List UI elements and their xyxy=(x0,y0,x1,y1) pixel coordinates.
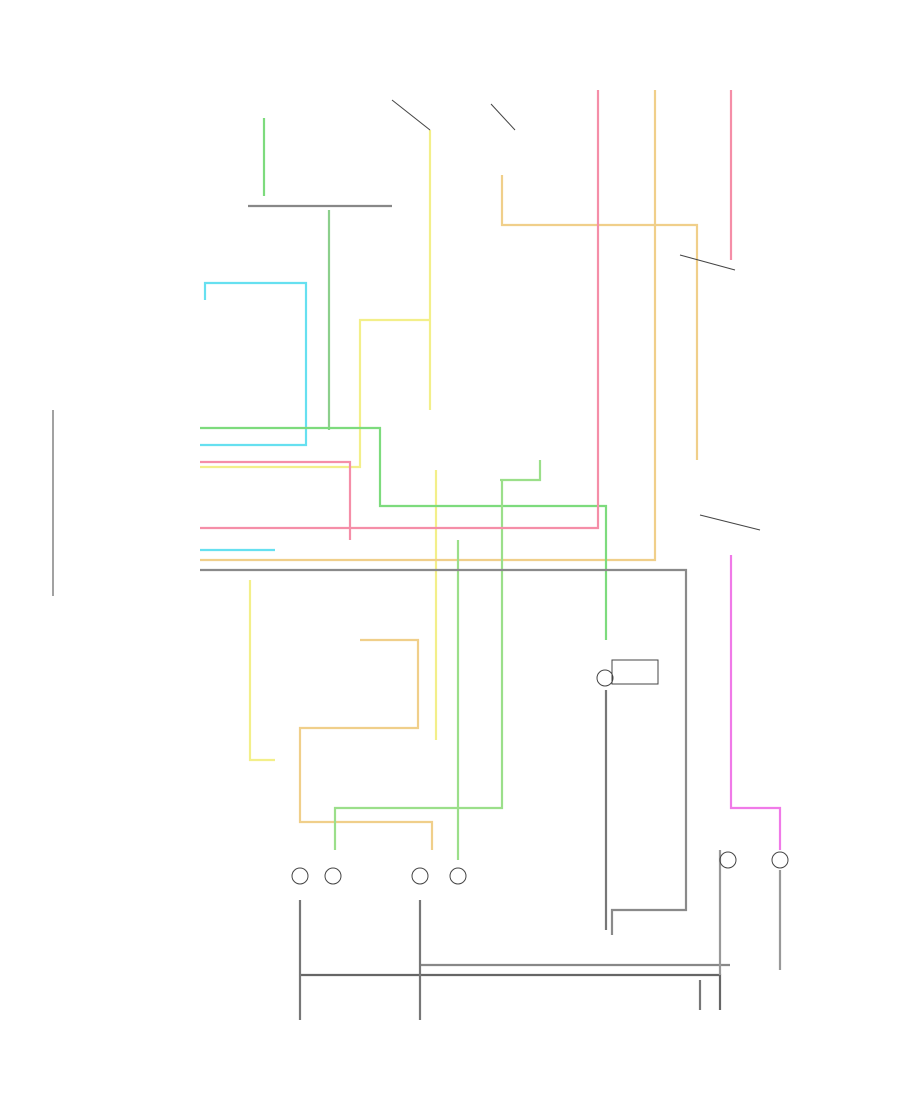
wire-dark-bottom xyxy=(300,973,722,1010)
component-group xyxy=(52,99,789,885)
wire-magenta xyxy=(729,555,782,850)
wire-yellow-left-drop xyxy=(248,580,275,762)
switch-line-4 xyxy=(699,514,761,531)
wire-green-lower xyxy=(500,460,542,482)
wire-tan-right xyxy=(200,90,657,562)
lamp-mid-2 xyxy=(449,867,467,885)
wire-pink-upper-short xyxy=(200,460,352,540)
wire-pink-main xyxy=(200,90,600,530)
switch-line-3 xyxy=(679,254,736,271)
lamp-right-1 xyxy=(719,851,737,869)
wire-tan-lower xyxy=(298,638,434,850)
module-box xyxy=(611,659,659,685)
switch-line-2 xyxy=(490,103,516,131)
wire-group xyxy=(200,90,782,1020)
lamp-right-2 xyxy=(771,851,789,869)
lamp-mid-1 xyxy=(411,867,429,885)
switch-line-1 xyxy=(391,99,431,131)
wire-tan-top xyxy=(500,175,699,460)
wire-yellow-loop xyxy=(200,318,430,469)
lamp-left-1 xyxy=(291,867,309,885)
lamp-left-2 xyxy=(324,867,342,885)
wire-dark-main xyxy=(200,568,688,935)
wire-cyan xyxy=(200,281,308,447)
wire-green-middle xyxy=(200,426,608,640)
wire-green-drop xyxy=(333,480,504,850)
relay-coil xyxy=(596,669,614,687)
